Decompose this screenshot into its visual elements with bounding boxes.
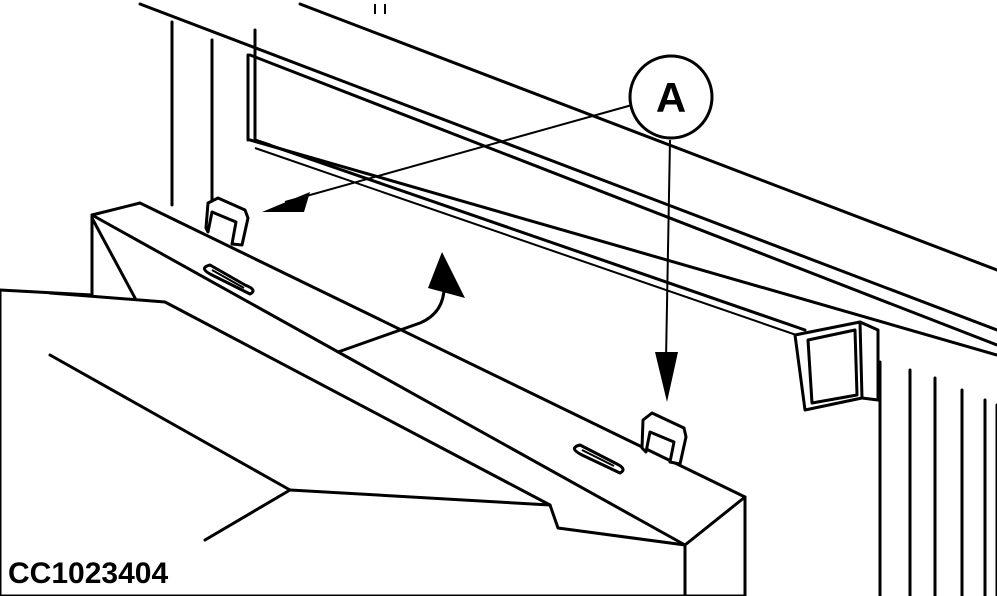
retaining-clip-right bbox=[640, 411, 688, 466]
cover-panel bbox=[0, 201, 747, 596]
cover-slots bbox=[203, 263, 625, 475]
rotation-arrow bbox=[336, 252, 465, 354]
upper-frame-rails bbox=[138, 2, 997, 347]
slot-right bbox=[573, 443, 625, 475]
callout-label: A bbox=[656, 74, 686, 121]
callout-a: A bbox=[628, 54, 714, 140]
figure-code: CC1023404 bbox=[8, 557, 168, 590]
inner-panel-edges bbox=[248, 138, 997, 357]
leader-arrows bbox=[262, 104, 678, 402]
slot-left bbox=[203, 263, 255, 296]
retaining-clip-left bbox=[204, 196, 250, 247]
left-vertical-posts bbox=[170, 20, 272, 207]
right-grille bbox=[878, 360, 997, 596]
square-tube bbox=[793, 320, 880, 412]
